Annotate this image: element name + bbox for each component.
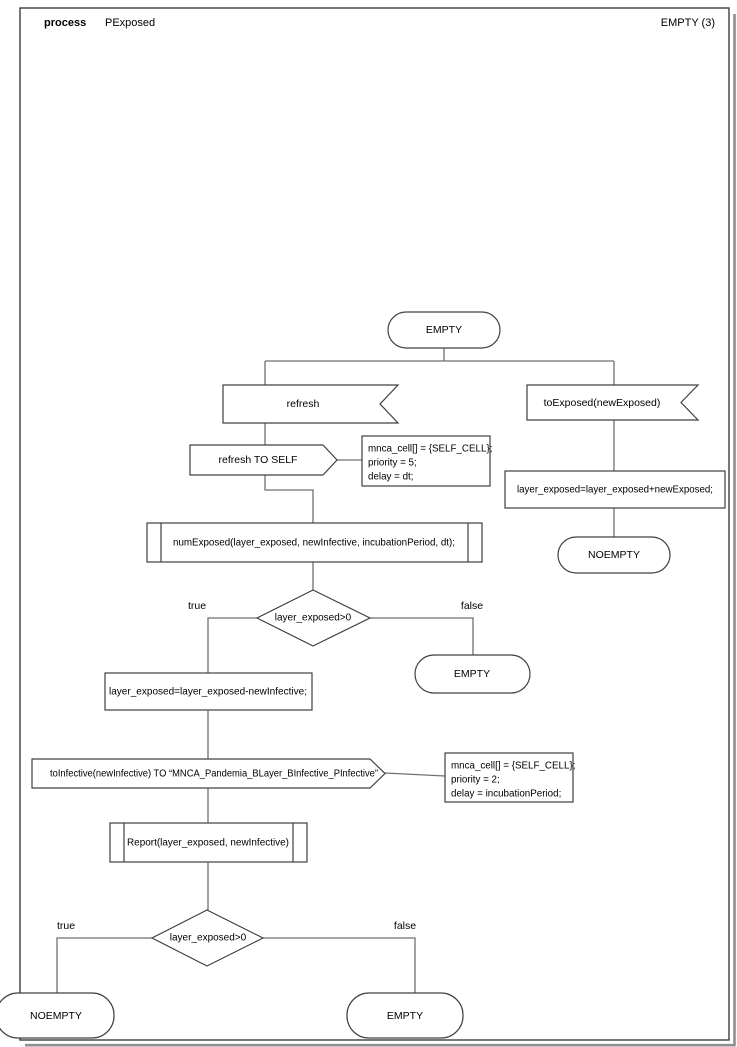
page-label: EMPTY (3) (661, 17, 715, 29)
input-signal-refresh: refresh (222, 384, 400, 424)
decision-shape (150, 909, 265, 967)
state-shape (387, 311, 501, 349)
decision-layer-exposed-1: layer_exposed>0 true false (188, 589, 483, 647)
state-label: NOEMPTY (30, 1010, 82, 1022)
decision-label: layer_exposed>0 (275, 613, 352, 624)
procedure-report: Report(layer_exposed, newInfective) (109, 822, 308, 863)
task-label: layer_exposed=layer_exposed+newExposed; (517, 485, 713, 496)
decision-false-label: false (461, 600, 483, 612)
task-shape (104, 672, 313, 711)
decision-label: layer_exposed>0 (170, 933, 247, 944)
page-frame (19, 7, 736, 1047)
state-label: EMPTY (454, 668, 490, 680)
procedure-num-exposed: numExposed(layer_exposed, newInfective, … (146, 522, 483, 563)
output-signal-shape (189, 444, 338, 476)
comment-box-toinfective: mnca_cell[] = {SELF_CELL}; priority = 2;… (444, 752, 575, 803)
output-signal-refresh-to-self: refresh TO SELF (189, 444, 338, 476)
comment-line: delay = dt; (368, 472, 413, 483)
connector-decision2-false (263, 937, 416, 993)
output-signal-label: refresh TO SELF (219, 454, 298, 466)
task-shape (504, 470, 726, 509)
procedure-shape (109, 822, 308, 863)
decision-false-label: false (394, 920, 416, 932)
process-name-label: PExposed (105, 17, 155, 29)
task-label: layer_exposed=layer_exposed-newInfective… (109, 687, 307, 698)
input-signal-shape (526, 384, 700, 421)
connector-decision1-true (207, 617, 257, 673)
procedure-label: numExposed(layer_exposed, newInfective, … (173, 538, 455, 549)
state-label: EMPTY (387, 1010, 423, 1022)
state-label: EMPTY (426, 324, 462, 336)
comment-line: priority = 5; (368, 458, 417, 469)
state-noempty-bottom: NOEMPTY (0, 992, 115, 1039)
output-signal-shape (31, 758, 386, 789)
state-shape (414, 654, 531, 694)
comment-line: mnca_cell[] = {SELF_CELL}; (368, 444, 492, 455)
connector-toinfective-to-comment2 (384, 772, 446, 777)
input-signal-label: refresh (287, 398, 320, 410)
decision-layer-exposed-2: layer_exposed>0 true false (57, 909, 416, 967)
state-empty-false-1: EMPTY (414, 654, 531, 694)
diagram-header: process PExposed EMPTY (3) (44, 17, 715, 29)
comment-shape (444, 752, 574, 803)
output-signal-label: toInfective(newInfective) TO “MNCA_Pande… (50, 769, 378, 780)
state-label: NOEMPTY (588, 549, 640, 561)
input-signal-toexposed: toExposed(newExposed) (526, 384, 700, 421)
state-empty-bottom: EMPTY (346, 992, 464, 1039)
decision-true-label: true (57, 920, 75, 932)
process-kind-label: process (44, 17, 86, 29)
state-shape (557, 536, 671, 574)
task-add-exposed: layer_exposed=layer_exposed+newExposed; (504, 470, 726, 509)
connector-decision2-true (56, 937, 152, 993)
state-shape (346, 992, 464, 1039)
frame-border (19, 7, 730, 1041)
state-empty-start: EMPTY (387, 311, 501, 349)
comment-shape (361, 435, 491, 487)
comment-line: priority = 2; (451, 775, 500, 786)
task-subtract-infective: layer_exposed=layer_exposed-newInfective… (104, 672, 313, 711)
comment-line: delay = incubationPeriod; (451, 789, 561, 800)
state-noempty-right: NOEMPTY (557, 536, 671, 574)
input-signal-label: toExposed(newExposed) (544, 397, 661, 409)
decision-true-label: true (188, 600, 206, 612)
procedure-shape (146, 522, 483, 563)
decision-shape (255, 589, 372, 647)
output-signal-toinfective: toInfective(newInfective) TO “MNCA_Pande… (31, 758, 386, 789)
connector-output-to-proc (264, 475, 314, 523)
procedure-label: Report(layer_exposed, newInfective) (127, 838, 289, 849)
connectors (56, 348, 615, 993)
comment-box-refresh: mnca_cell[] = {SELF_CELL}; priority = 5;… (361, 435, 492, 487)
comment-line: mnca_cell[] = {SELF_CELL}; (451, 761, 575, 772)
state-shape (0, 992, 115, 1039)
input-signal-shape (222, 384, 400, 424)
connector-decision1-false (370, 617, 474, 655)
